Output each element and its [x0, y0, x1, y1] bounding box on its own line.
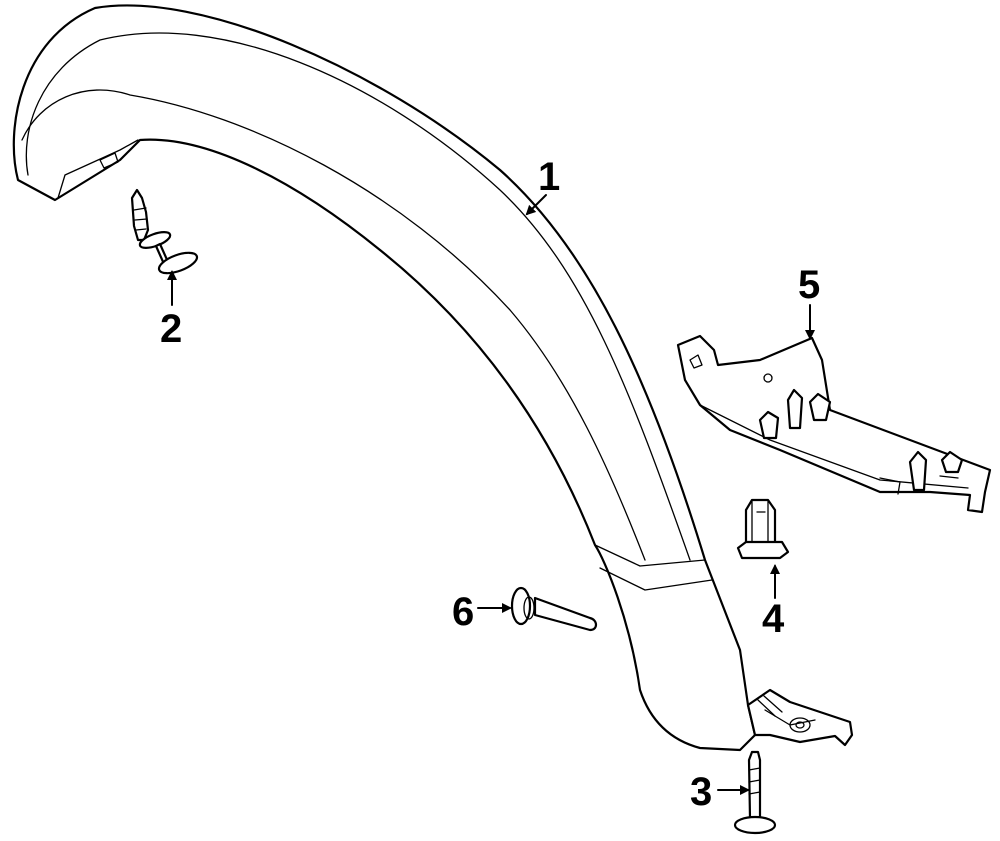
- screw-part: [733, 750, 777, 835]
- callout-6: 6: [452, 590, 474, 634]
- leader-line-1: [525, 194, 547, 216]
- splash-shield-part: [676, 334, 992, 514]
- push-pin-fastener: [130, 188, 199, 275]
- wheel-flare-part: [12, 4, 854, 752]
- callout-3: 3: [690, 770, 712, 814]
- callout-1: 1: [538, 155, 560, 199]
- callout-labels: 1 2 3 4 5 6: [160, 155, 820, 814]
- callout-2: 2: [160, 307, 182, 351]
- callout-4: 4: [762, 597, 785, 641]
- callout-5: 5: [798, 263, 820, 307]
- bolt-with-washer-part: [510, 586, 598, 632]
- leader-lines: [167, 194, 815, 795]
- clip-nut-part: [736, 498, 790, 560]
